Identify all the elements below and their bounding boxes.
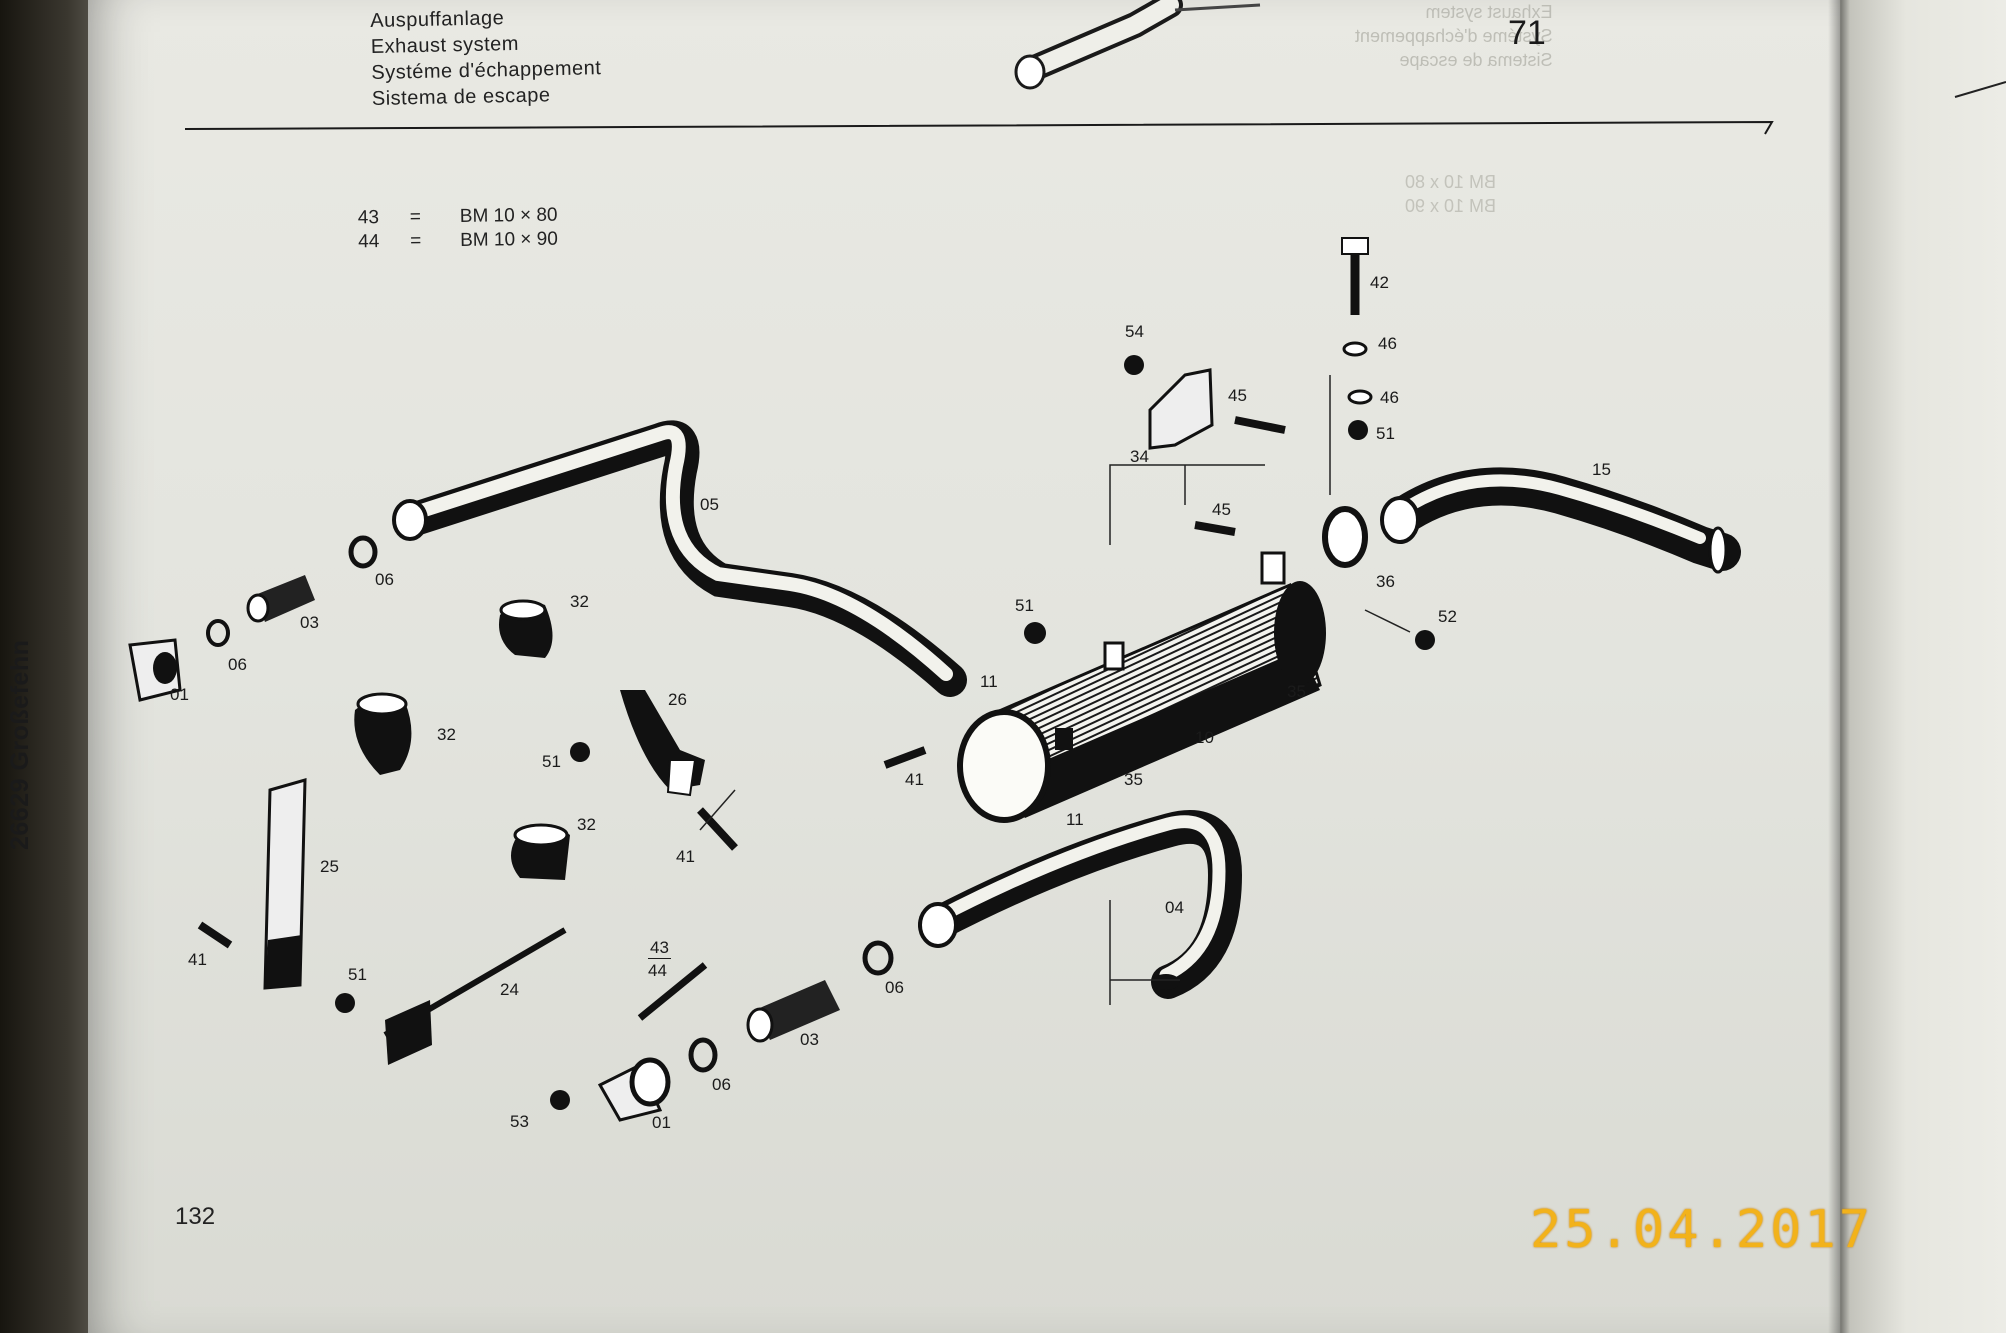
part-label: 53 (510, 1112, 529, 1131)
part-label: 06 (375, 570, 394, 589)
part-label: 35 (1287, 682, 1306, 701)
bracket-24 (383, 927, 567, 1065)
part-label: 41 (676, 847, 695, 866)
bracket-26 (620, 690, 705, 797)
facing-rule (1954, 81, 2006, 98)
header-pipe-illustration (1014, 0, 1261, 90)
part-label: 15 (1592, 460, 1611, 479)
part-label: 51 (542, 752, 561, 771)
part-label: 45 (1228, 386, 1247, 405)
part-label: 04 (1165, 898, 1184, 917)
facing-page (1840, 0, 2006, 1333)
clamp-32-b (354, 692, 412, 775)
part-label: 42 (1370, 273, 1389, 292)
pipe-04 (918, 810, 1243, 999)
part-label: 46 (1380, 388, 1399, 407)
part-label: 05 (700, 495, 719, 514)
section-number: 71 (1508, 14, 1546, 52)
part-label: 32 (570, 592, 589, 611)
clamp-36 (1322, 506, 1368, 568)
header-rule (184, 120, 1774, 135)
part-label: 41 (188, 950, 207, 969)
sleeve-03-b (746, 980, 840, 1043)
part-label: 24 (500, 980, 519, 999)
leader-lines (699, 375, 1411, 1005)
part-label: 43 (648, 938, 671, 959)
part-label: 06 (885, 978, 904, 997)
part-label: 01 (170, 685, 189, 704)
bolts-and-nuts (197, 237, 1435, 1110)
part-label: 06 (228, 655, 247, 674)
flange-01-a (128, 638, 182, 702)
catalog-page (88, 0, 1858, 1333)
part-label: 11 (1066, 810, 1084, 829)
part-label: 51 (1015, 596, 1034, 615)
muffler-10 (957, 551, 1326, 823)
part-label: 52 (1438, 607, 1457, 626)
part-label: 44 (648, 961, 667, 980)
part-label: 03 (800, 1030, 819, 1049)
date-stamp: 25.04.2017 (1530, 1200, 1874, 1260)
clamp-32-c (511, 823, 570, 880)
bracket-34 (1148, 368, 1214, 450)
part-label: 51 (1376, 424, 1395, 443)
pipe-15 (1380, 467, 1741, 574)
part-label: 06 (712, 1075, 731, 1094)
part-label: 36 (1376, 572, 1395, 591)
part-label: 54 (1125, 322, 1144, 341)
part-label: 01 (652, 1113, 671, 1132)
part-label: 35 (1124, 770, 1143, 789)
part-label: 26 (668, 690, 687, 709)
part-label: 46 (1378, 334, 1397, 353)
part-label: 03 (300, 613, 319, 632)
sleeve-03-a (246, 575, 315, 623)
part-label: 11 (980, 672, 998, 691)
part-label: 51 (348, 965, 367, 984)
part-label: 32 (577, 815, 596, 834)
page-number: 132 (175, 1203, 216, 1230)
bracket-25 (263, 777, 307, 990)
pipe-05 (392, 420, 967, 697)
part-label: 41 (905, 770, 924, 789)
page-fold (1828, 0, 1850, 1333)
clamp-32-a (499, 599, 553, 658)
part-label: 34 (1130, 447, 1149, 466)
part-label: 45 (1212, 500, 1231, 519)
flange-01-b (597, 1057, 671, 1122)
part-label: 32 (437, 725, 456, 744)
part-label: 10 (1195, 728, 1214, 747)
part-label: 25 (320, 857, 339, 876)
rings-06 (206, 535, 894, 1073)
